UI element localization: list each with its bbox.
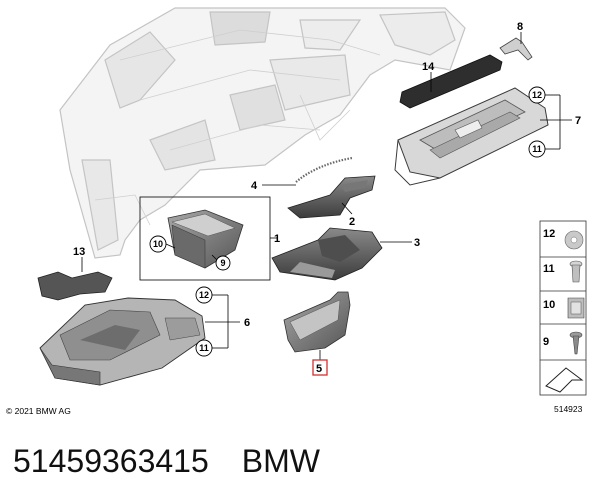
part-caption: 51459363415 BMW — [13, 441, 320, 481]
callout-6: 6 — [244, 317, 250, 329]
callout-2: 2 — [349, 216, 355, 228]
brand-name: BMW — [241, 442, 320, 479]
fastener-legend: 12 11 10 9 — [539, 220, 587, 396]
callout-7: 7 — [575, 115, 581, 127]
callout-14: 14 — [422, 61, 435, 73]
circle-callout-12-top — [528, 86, 546, 104]
parts-diagram: 1 2 3 4 5 6 7 8 14 13 10 9 12 11 12 11 1… — [6, 7, 587, 416]
screw-icon — [569, 331, 583, 355]
part-3-trim — [271, 227, 383, 281]
washer-icon — [564, 230, 584, 250]
callout-3: 3 — [414, 237, 420, 249]
part-14-strip — [399, 54, 503, 109]
dashboard-detail-lines — [94, 29, 381, 226]
legend-label-9: 9 — [543, 336, 549, 348]
circle-callout-9 — [215, 255, 231, 271]
callout-5: 5 — [316, 363, 322, 375]
part-5-panel — [283, 291, 351, 353]
callout-13: 13 — [73, 246, 85, 258]
callout-10: 10 — [153, 239, 163, 249]
part-number: 51459363415 — [13, 442, 209, 479]
leader-lines — [81, 32, 572, 360]
legend-label-11: 11 — [543, 263, 555, 275]
part-6-assembly — [39, 297, 206, 386]
circle-callout-10 — [149, 235, 167, 253]
arrow-icon — [545, 367, 584, 393]
callout-4: 4 — [251, 180, 258, 192]
part-1-box — [139, 196, 271, 281]
circle-callout-11-bottom — [195, 339, 213, 357]
diagram-number: 514923 — [554, 404, 583, 414]
callout-11-top: 11 — [532, 144, 542, 154]
part-13-panel — [37, 271, 113, 301]
part-5-highlight-frame — [312, 359, 328, 376]
copyright-notice: © 2021 BMW AG — [6, 406, 71, 416]
part-4-wire — [295, 156, 353, 183]
clip-nut-icon — [567, 297, 585, 319]
callout-12-top: 12 — [532, 90, 542, 100]
callout-11-bottom: 11 — [199, 343, 209, 353]
callout-1: 1 — [274, 233, 280, 245]
dashboard-outline — [59, 7, 466, 259]
plastic-rivet-icon — [569, 260, 583, 283]
circle-callout-11-top — [528, 140, 546, 158]
callout-8: 8 — [517, 21, 523, 33]
legend-label-10: 10 — [543, 299, 555, 311]
circle-callout-12-bottom — [195, 286, 213, 304]
part-7-bracket — [394, 87, 549, 186]
part-1-glovebox — [167, 209, 244, 269]
callout-12-bottom: 12 — [199, 290, 209, 300]
callout-9: 9 — [220, 258, 225, 268]
part-2-trim — [287, 175, 376, 219]
part-8-clip — [499, 37, 533, 61]
legend-label-12: 12 — [543, 228, 555, 240]
